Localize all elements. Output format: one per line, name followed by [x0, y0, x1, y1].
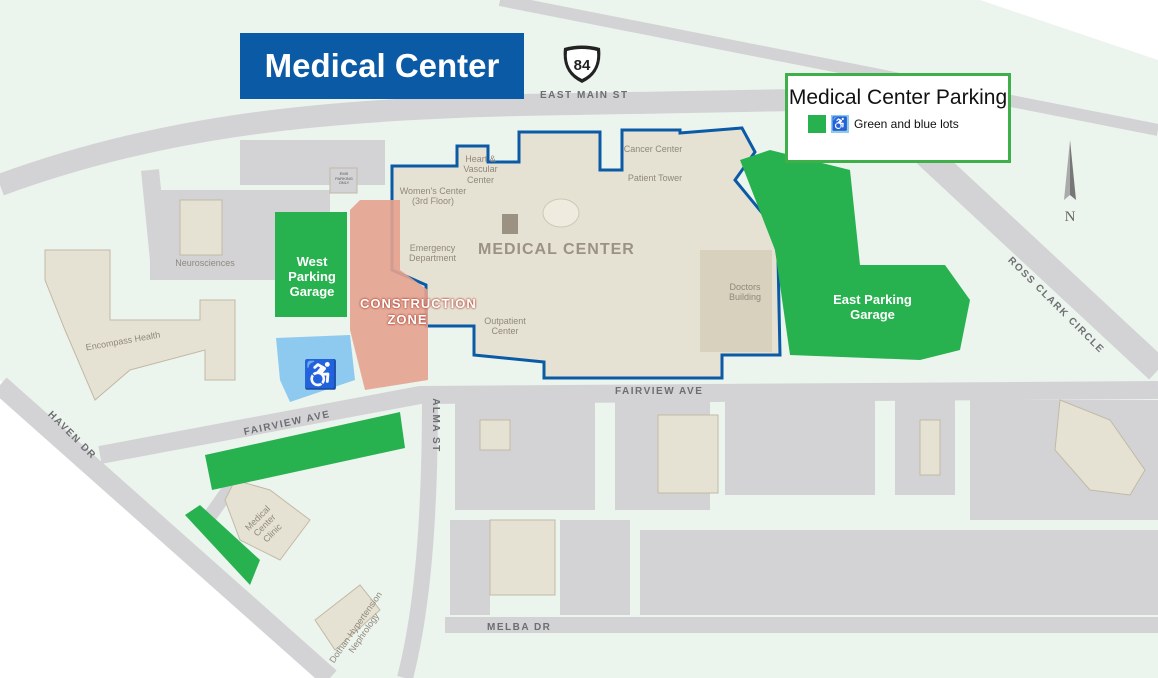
street-east-main: EAST MAIN ST	[540, 90, 629, 101]
legend-label: Green and blue lots	[854, 117, 959, 131]
accessible-parking-lot	[276, 335, 355, 402]
label-heart-vascular: Heart & Vascular Center	[463, 154, 498, 185]
label-east-garage: East Parking Garage	[833, 292, 912, 322]
label-patient-tower: Patient Tower	[627, 173, 683, 183]
label-outpatient: Outpatient Center	[484, 316, 526, 337]
label-emergency: Emergency Department	[408, 243, 457, 264]
construction-zone-area	[350, 200, 428, 390]
other-buildings	[44, 167, 1146, 651]
page-title: Medical Center	[240, 33, 524, 99]
wheelchair-icon: ♿	[831, 115, 849, 133]
rotunda	[542, 198, 580, 228]
north-arrow-icon	[1064, 140, 1076, 200]
north-label: N	[1064, 209, 1076, 225]
green-lot-swatch	[808, 115, 826, 133]
medical-center-footprint	[390, 126, 782, 380]
label-neurosciences: Neurosciences	[175, 258, 235, 268]
label-west-garage: West Parking Garage	[288, 254, 336, 299]
se-logo	[502, 214, 518, 234]
street-alma: ALMA ST	[429, 398, 441, 453]
us-highway-shield-icon: 84	[563, 45, 601, 83]
construction-zone-label: CONSTRUCTION ZONE	[360, 296, 477, 327]
north-arrow: N	[1058, 140, 1082, 225]
parking-lots-green	[185, 150, 970, 585]
label-womens-center: Women's Center (3rd Floor)	[399, 186, 467, 207]
parking-legend: Medical Center Parking ♿ Green and blue …	[785, 73, 1011, 163]
label-cancer-center: Cancer Center	[623, 144, 683, 154]
label-ems-parking: EMS PARKING ONLY	[335, 171, 353, 186]
street-fairview-east: FAIRVIEW AVE	[615, 386, 704, 397]
label-doctors-building: Doctors Building	[728, 282, 762, 303]
legend-title: Medical Center Parking	[788, 86, 1008, 109]
street-melba: MELBA DR	[487, 622, 552, 633]
doctors-building-shape	[700, 250, 772, 352]
accessible-parking-wheelchair-icon: ♿	[303, 359, 338, 390]
highway-number: 84	[574, 57, 591, 74]
label-medical-center: MEDICAL CENTER	[478, 241, 635, 258]
